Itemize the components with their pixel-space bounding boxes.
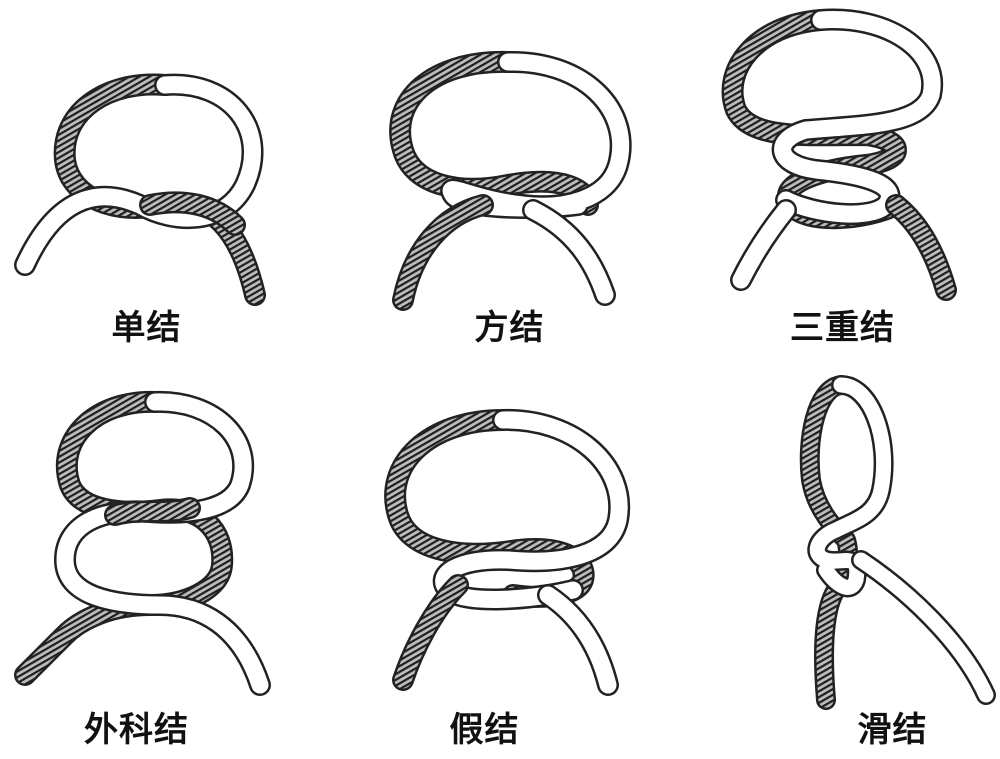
- knot-triple: 三重结: [666, 0, 999, 379]
- knot-slip: 滑结: [666, 375, 999, 759]
- knot-square: 方结: [333, 0, 666, 379]
- knot-surgeon: 外科结: [0, 380, 333, 759]
- triple-knot-drawing: [721, 8, 957, 301]
- knot-label: 方结: [474, 308, 545, 348]
- knot-granny: 假结: [333, 380, 666, 759]
- knot-label: 滑结: [857, 710, 928, 750]
- knot-label: 三重结: [790, 308, 895, 348]
- surgeon-knot-drawing: [14, 390, 271, 696]
- knot-label: 单结: [111, 308, 182, 348]
- slip-knot-drawing: [799, 375, 996, 710]
- granny-knot-drawing: [384, 408, 631, 696]
- square-knot-drawing: [389, 50, 632, 311]
- single-knot-drawing: [14, 73, 266, 306]
- knot-single: 单结: [0, 0, 333, 379]
- knot-label: 假结: [449, 710, 520, 750]
- knot-label: 外科结: [84, 710, 189, 750]
